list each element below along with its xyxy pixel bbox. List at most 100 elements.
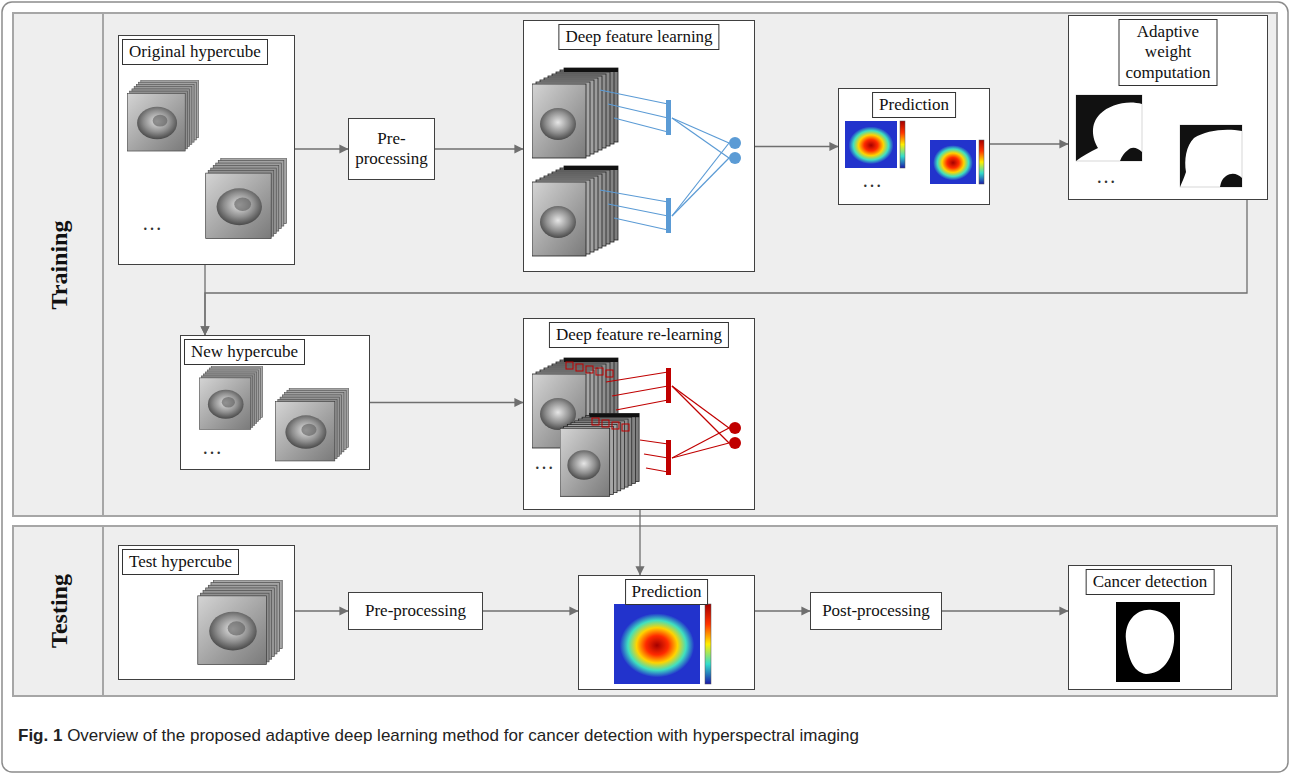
prediction-heatmaps-part	[845, 121, 897, 168]
feature-learning-network-part-part	[608, 204, 668, 216]
feature-relearning-network-part-part	[644, 454, 668, 458]
flow-arrow	[755, 610, 810, 611]
weight-maps-part	[1076, 95, 1142, 161]
hypercube-images	[127, 80, 348, 664]
process-box: Prediction	[578, 575, 755, 690]
flow-arrow	[639, 510, 640, 575]
weight-maps-part	[1180, 125, 1242, 187]
feature-relearning-network-part-part	[592, 418, 599, 425]
feature-learning-network	[532, 68, 741, 256]
box-heading: Adaptive weight computation	[1119, 19, 1218, 86]
feature-learning-network-part-part	[614, 118, 668, 132]
box-heading: New hypercube	[184, 339, 305, 365]
box-label: Pre-processing	[359, 599, 472, 623]
feature-learning-network-part-part	[614, 218, 668, 230]
flow-arrow	[370, 402, 523, 403]
flow-arrow	[435, 148, 523, 149]
feature-learning-network-part	[729, 137, 741, 149]
flow-arrow	[990, 143, 1068, 144]
weight-maps	[1076, 95, 1242, 187]
feature-learning-network-part	[666, 100, 671, 135]
ellipsis-mark: …	[534, 452, 554, 472]
feature-relearning-network-part	[566, 362, 629, 431]
feature-learning-network-part	[729, 152, 741, 164]
feature-relearning-network-part-part	[616, 400, 668, 410]
feature-learning-network-part-part	[672, 143, 729, 216]
feature-relearning-network-part-part	[606, 370, 613, 377]
feature-relearning-network-part	[532, 358, 618, 448]
box-heading: Deep feature learning	[558, 24, 719, 50]
box-heading: Cancer detection	[1086, 569, 1215, 595]
feature-relearning-network-part-part	[672, 428, 729, 458]
feature-relearning-network-part	[666, 368, 671, 403]
feature-relearning-network-part-part	[640, 440, 668, 444]
connector-group	[205, 144, 1247, 611]
prediction-heatmaps-part	[900, 121, 905, 168]
feature-learning-network-part	[532, 68, 618, 158]
ellipsis-mark: …	[202, 437, 222, 457]
flow-arrow	[204, 265, 205, 335]
prediction-heatmaps-part	[979, 140, 984, 184]
panel-dividers	[102, 14, 104, 695]
feature-relearning-network-part	[606, 372, 729, 472]
process-box: Test hypercube	[118, 545, 295, 680]
stage-panel: TrainingOriginal hypercubePre- processin…	[12, 12, 1278, 517]
feature-relearning-network-part-part	[586, 366, 593, 373]
ellipsis-mark: …	[862, 170, 882, 190]
box-heading: Prediction	[872, 92, 956, 118]
process-box: Post-processing	[810, 592, 942, 630]
flow-arrow	[295, 148, 348, 149]
feature-relearning-network-part-part	[612, 386, 668, 396]
prediction-heatmaps	[614, 121, 984, 684]
weight-maps-part	[1220, 174, 1242, 187]
hypercube-images-part	[199, 366, 262, 429]
box-heading: Deep feature re-learning	[549, 322, 729, 348]
feature-relearning-network-part-part	[596, 368, 603, 375]
feature-learning-network-part-part	[608, 104, 668, 118]
feature-learning-network-part	[532, 166, 618, 256]
panel-dividers-part	[102, 14, 104, 515]
process-box: Cancer detection	[1068, 565, 1232, 690]
feature-relearning-network-part-part	[576, 364, 583, 371]
stage-panel: Testing Test hypercubePre-processing Predi…	[12, 525, 1278, 697]
feature-relearning-network-part	[560, 414, 639, 497]
feature-relearning-network-part-part	[672, 386, 729, 443]
feature-relearning-network-part-part	[622, 424, 629, 431]
prediction-heatmaps-part	[705, 604, 711, 684]
hypercube-images-part	[198, 580, 282, 664]
flow-arrow	[755, 146, 838, 147]
feature-learning-network-part-part	[672, 118, 729, 158]
caption-body: Overview of the proposed adaptive deep l…	[62, 726, 859, 745]
feature-relearning-network-part	[729, 422, 741, 434]
stage-title: Testing	[45, 574, 74, 648]
hypercube-images-part	[127, 80, 198, 151]
feature-relearning-network-part-part	[646, 468, 668, 472]
process-box: Prediction	[838, 88, 990, 205]
hypercube-images-part	[206, 158, 287, 239]
feature-relearning-network-part-part	[566, 362, 573, 369]
prediction-heatmaps-part	[614, 604, 700, 684]
process-box: Deep feature re-learning	[523, 318, 755, 510]
process-box: Deep feature learning	[523, 20, 755, 272]
feature-learning-network-part-part	[600, 90, 668, 104]
detection-mask-part	[1126, 610, 1174, 674]
weight-maps-part	[1120, 148, 1142, 161]
caption-number: Fig. 1	[18, 726, 62, 745]
feature-relearning-network-part	[729, 437, 741, 449]
box-heading: Original hypercube	[122, 39, 268, 65]
flow-arrow	[205, 200, 1247, 335]
feature-relearning-network-part-part	[612, 422, 619, 429]
detection-mask	[1116, 602, 1180, 682]
box-heading: Test hypercube	[122, 549, 239, 575]
hypercube-images-part	[276, 388, 349, 461]
weight-maps-part	[1180, 125, 1242, 187]
flow-arrow	[295, 610, 348, 611]
process-box: Pre-processing	[348, 592, 483, 630]
flow-arrow	[942, 610, 1068, 611]
feature-relearning-network-part-part	[606, 372, 668, 382]
feature-relearning-network-part-part	[672, 386, 729, 428]
